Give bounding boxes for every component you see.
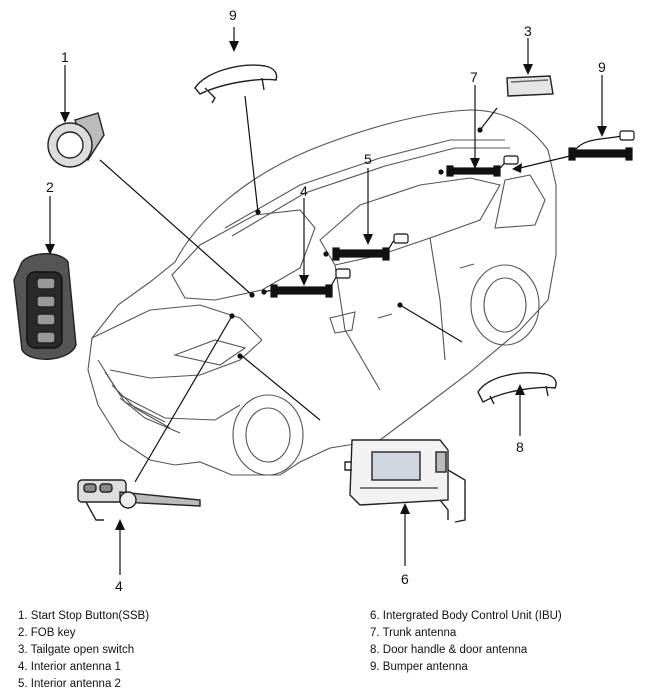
callout-6: 6 <box>401 571 409 587</box>
legend-item: 5. Interior antenna 2 <box>18 678 121 690</box>
bumper-antenna-right-part <box>568 130 635 161</box>
ibu-module-part <box>344 439 466 523</box>
location-dots <box>229 127 483 359</box>
door-handle-part <box>477 372 557 405</box>
callout-9-right: 9 <box>598 59 606 75</box>
callout-5: 5 <box>364 151 372 167</box>
legend-item: 7. Trunk antenna <box>370 627 457 639</box>
legend-right: 6. Intergrated Body Control Unit (IBU) 7… <box>370 608 562 676</box>
trunk-antenna-part <box>446 155 519 177</box>
callout-8: 8 <box>516 439 524 455</box>
legend-item: 1. Start Stop Button(SSB) <box>18 610 150 622</box>
legend-item: 6. Intergrated Body Control Unit (IBU) <box>370 610 562 622</box>
callout-1: 1 <box>61 49 69 65</box>
callout-3: 3 <box>524 23 532 39</box>
tailgate-open-switch-part <box>506 75 554 97</box>
callout-7: 7 <box>470 69 478 85</box>
bumper-antenna-top-handle <box>194 64 278 104</box>
legend-item: 9. Bumper antenna <box>370 661 468 673</box>
start-stop-button-part <box>47 112 105 168</box>
component-location-diagram: 9 1 2 3 7 9 5 4 8 4 6 <box>13 7 635 594</box>
callout-9-top: 9 <box>229 7 237 23</box>
fob-key-part <box>13 253 77 360</box>
interior-antenna-2-part <box>332 233 409 261</box>
callout-2: 2 <box>46 179 54 195</box>
vehicle-illustration <box>87 109 557 476</box>
legend-item: 8. Door handle & door antenna <box>370 644 528 656</box>
arrowheads <box>45 41 607 530</box>
callout-4-top: 4 <box>300 183 308 199</box>
legend-item: 3. Tailgate open switch <box>18 644 135 656</box>
legend-item: 2. FOB key <box>18 627 76 639</box>
legend-item: 4. Interior antenna 1 <box>18 661 121 673</box>
callout-4-bottom: 4 <box>115 578 123 594</box>
legend-left: 1. Start Stop Button(SSB) 2. FOB key 3. … <box>18 608 149 693</box>
interior-antenna-1-switch-part <box>77 479 201 521</box>
